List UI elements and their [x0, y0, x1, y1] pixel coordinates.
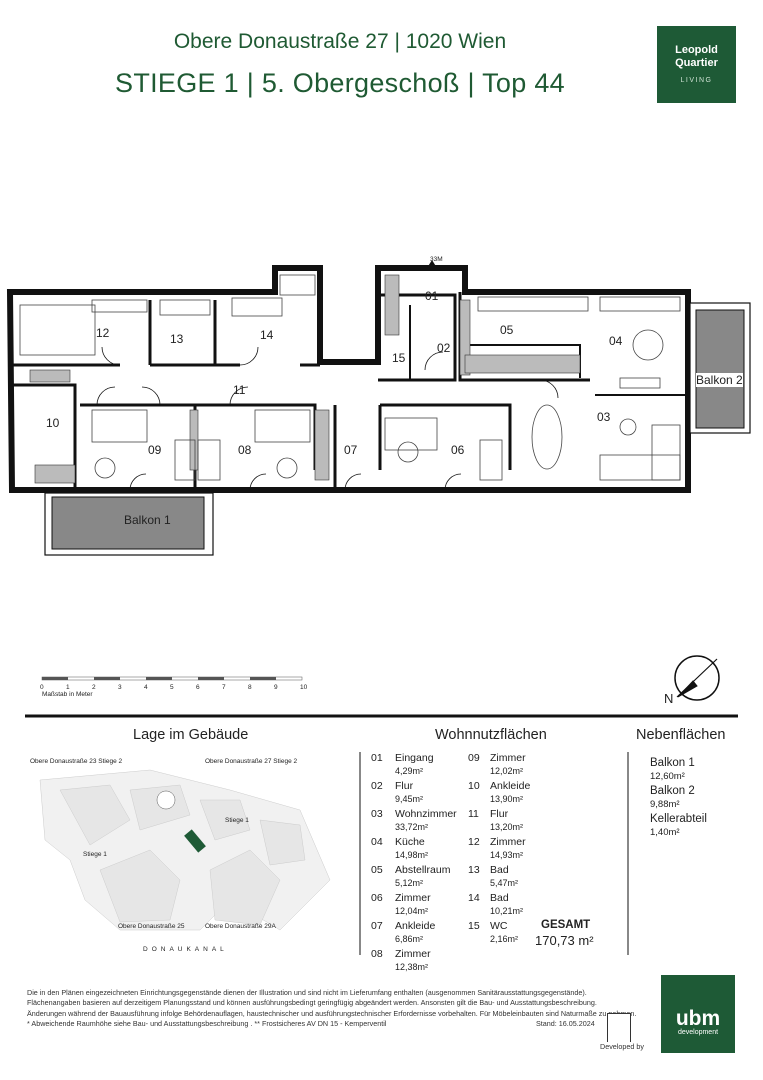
- wohn-title: Wohnnutzflächen: [435, 727, 547, 743]
- outer-wall: [6, 265, 691, 493]
- room-11-label: 11: [233, 383, 246, 397]
- room-04-label: 04: [609, 334, 623, 348]
- balkon-2-floor: [695, 309, 745, 429]
- entry-label: 33M: [430, 256, 443, 263]
- lage-od23: Obere Donaustraße 23 Stiege 2: [30, 758, 123, 765]
- entry-arrow: [427, 260, 437, 268]
- lage-kanal: DONAUKANAL: [143, 946, 228, 953]
- room-15-label: 15: [392, 351, 406, 365]
- room-03-label: 03: [597, 410, 611, 424]
- lage-od27: Obere Donaustraße 27 Stiege 2: [205, 758, 298, 765]
- site-map: [39, 769, 331, 931]
- room-13-label: 13: [170, 332, 184, 346]
- north-arrow-icon: [674, 655, 720, 701]
- address-title: Obere Donaustraße 27 | 1020 Wien: [173, 30, 507, 53]
- lage-title: Lage im Gebäude: [133, 727, 249, 743]
- balkon-1-label: Balkon 1: [124, 513, 171, 527]
- developed-by: Developed by: [600, 1042, 644, 1053]
- north-label: N: [664, 691, 674, 706]
- balkon-2-label: Balkon 2: [696, 373, 743, 387]
- lage-stiege1-b: Stiege 1: [83, 851, 107, 858]
- total-value: 170,73 m²: [535, 933, 594, 948]
- room-01-label: 01: [425, 289, 439, 303]
- room-05-label: 05: [500, 323, 514, 337]
- disclaimer: Die in den Plänen eingezeichneten Einric…: [27, 988, 637, 1028]
- neben-title: Nebenflächen: [636, 727, 726, 743]
- stand-date: Stand: 16.05.2024: [536, 1019, 595, 1030]
- room-10-label: 10: [46, 416, 60, 430]
- lage-od29: Obere Donaustraße 29A: [205, 923, 276, 930]
- room-06-label: 06: [451, 443, 465, 457]
- room-07-label: 07: [344, 443, 358, 457]
- ubm-logo: ubm development: [661, 975, 735, 1053]
- room-02-label: 02: [437, 341, 451, 355]
- room-08-label: 08: [238, 443, 252, 457]
- total-label: GESAMT: [541, 919, 591, 931]
- scale-bar: [41, 676, 303, 681]
- unit-title: STIEGE 1 | 5. Obergeschoß | Top 44: [115, 68, 565, 98]
- balkon-1-floor: [51, 496, 205, 550]
- room-12-label: 12: [96, 326, 110, 340]
- room-14-label: 14: [260, 328, 274, 342]
- room-09-label: 09: [148, 443, 162, 457]
- lage-od25: Obere Donaustraße 25: [118, 923, 185, 930]
- scale-caption: Maßstab in Meter: [42, 691, 93, 698]
- lage-stiege1-a: Stiege 1: [225, 817, 249, 824]
